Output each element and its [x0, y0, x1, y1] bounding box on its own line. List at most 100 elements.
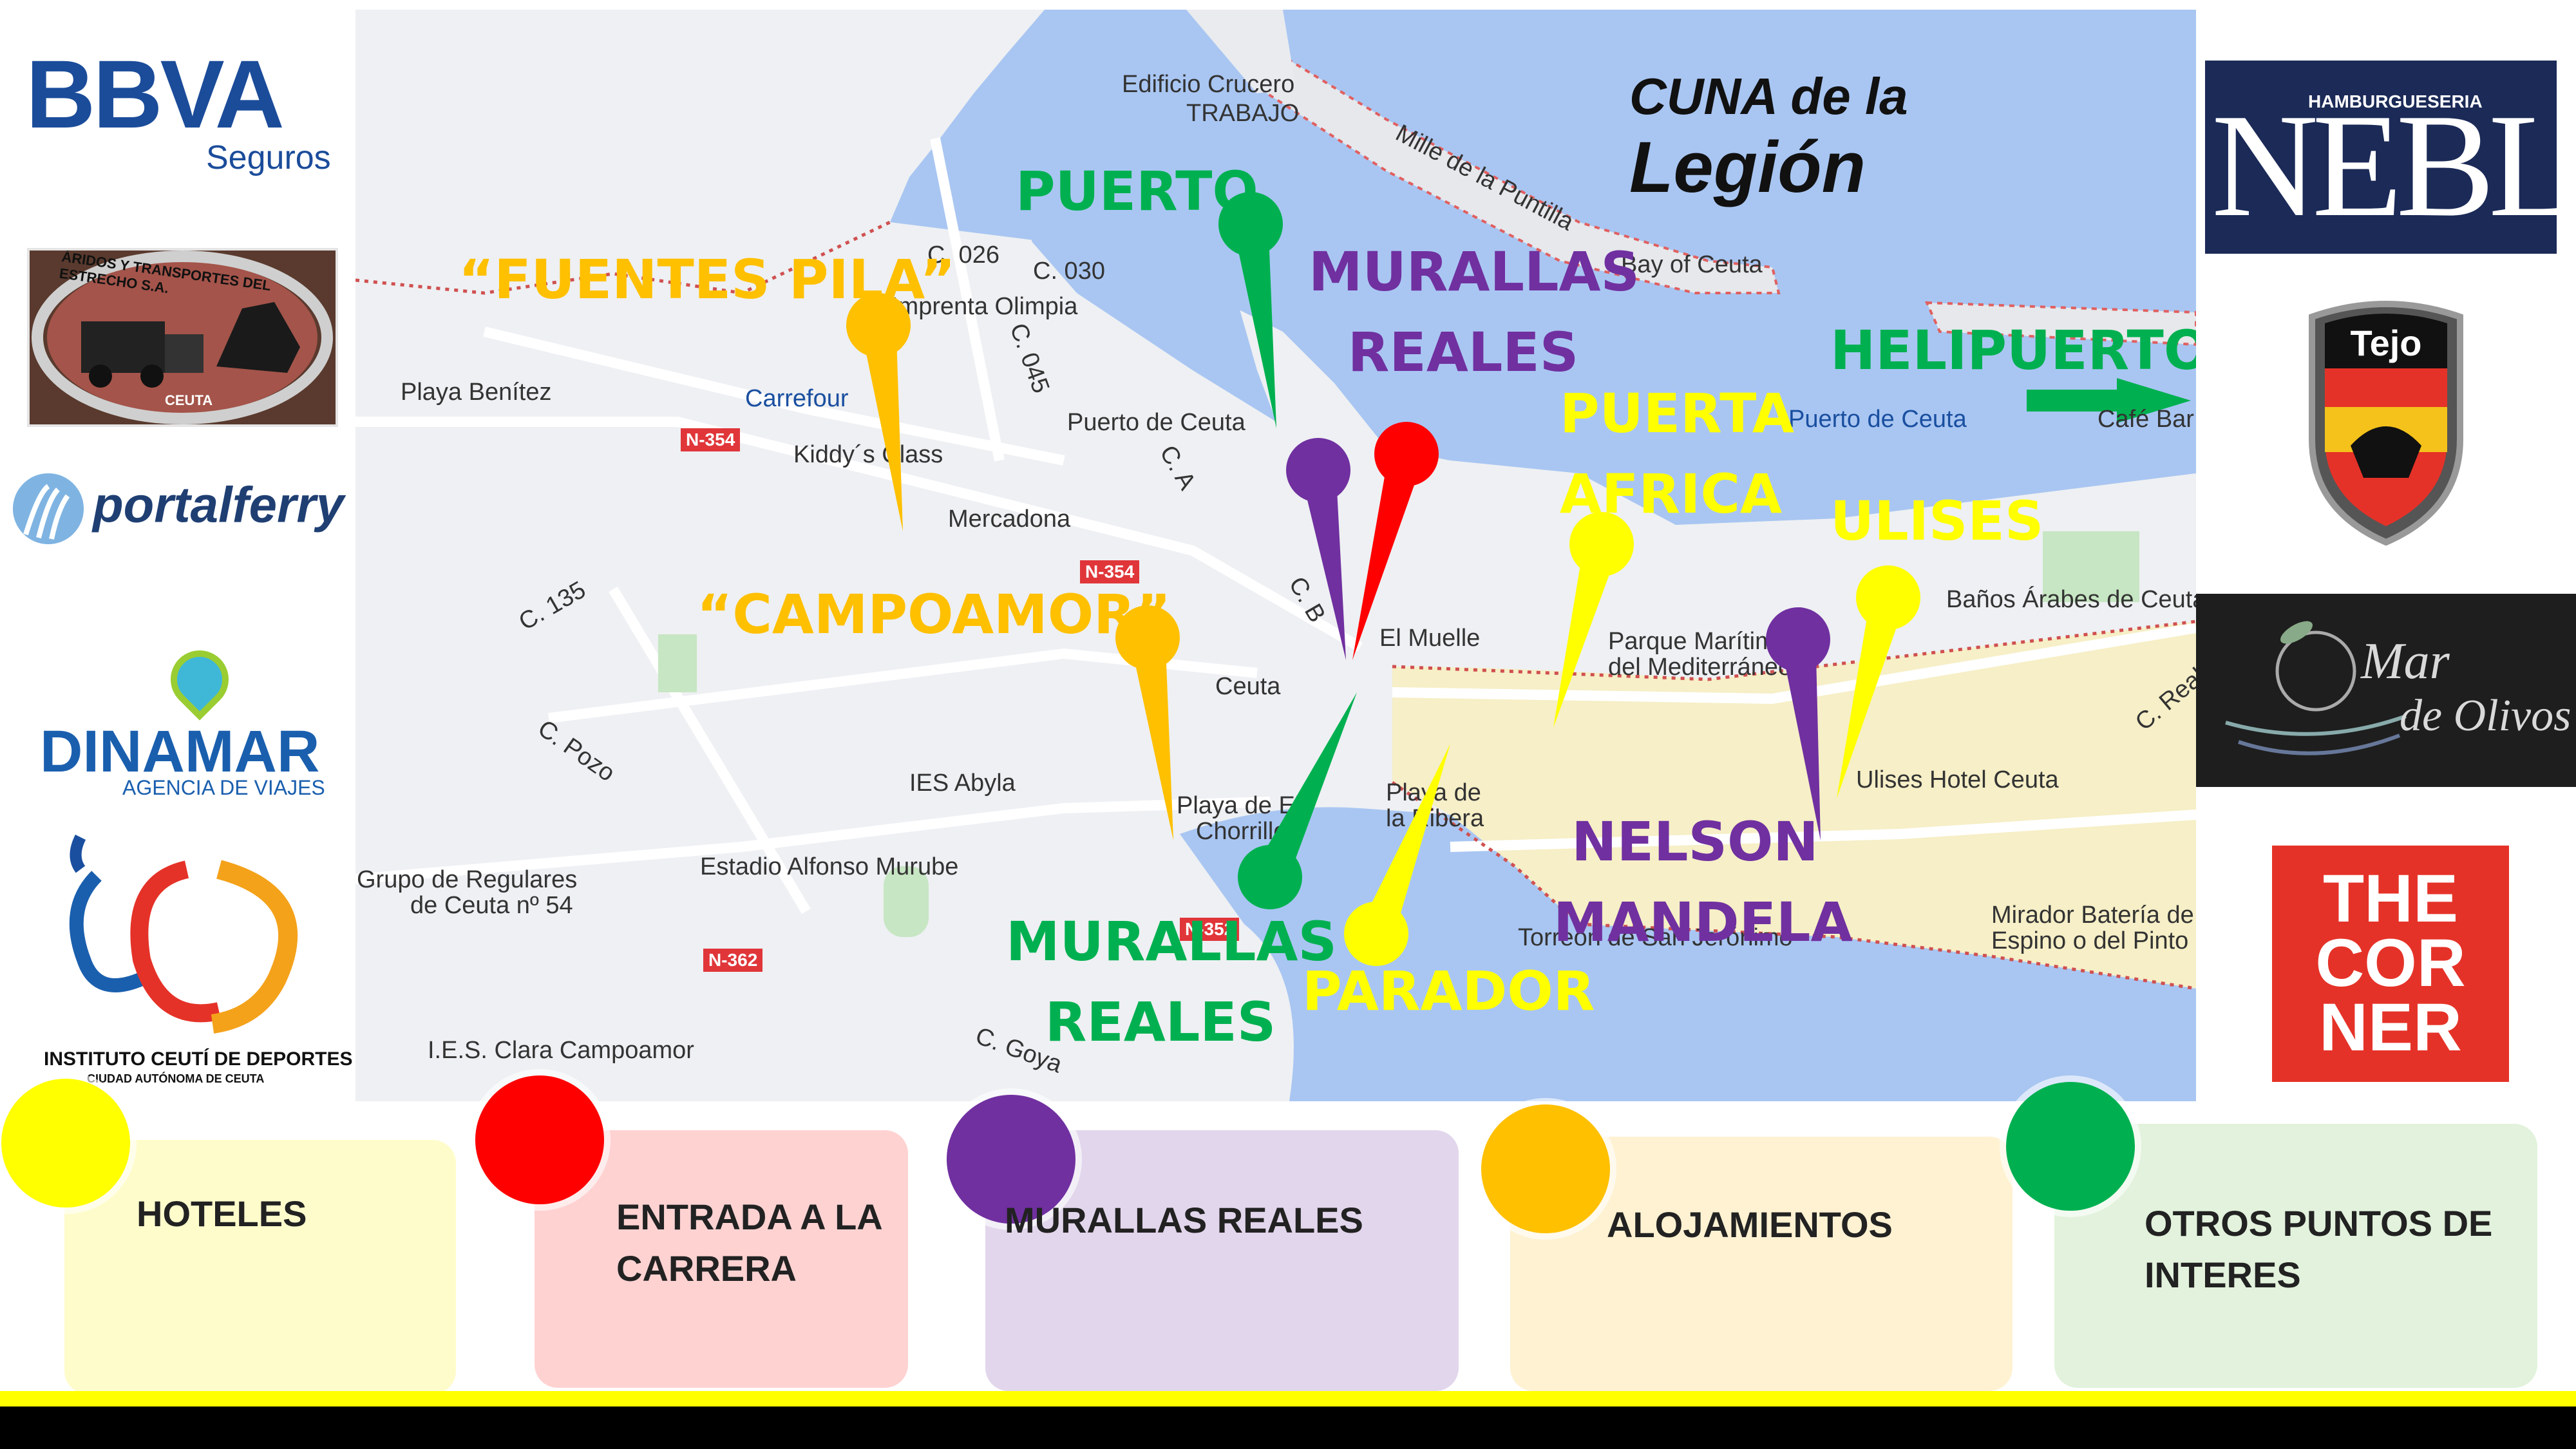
bottom-stripe — [0, 1391, 2576, 1406]
map-label-n354b: N-354 — [1080, 560, 1140, 583]
legend-label-entrada: ENTRADA A LA CARRERA — [616, 1197, 882, 1289]
map-label-edificio-crucero: Edificio Crucero — [1122, 71, 1295, 98]
poi-pin-needle — [1300, 468, 1346, 660]
map-label-mirador: Mirador Batería de — [1991, 902, 2194, 929]
map-label-espino: Espino o del Pinto — [1991, 927, 2189, 954]
poi-label-puerto: PUERTO — [1016, 160, 1258, 223]
cuna-legion-logo: CUNA de la Legión — [1629, 61, 1908, 207]
poi-pin-murallas-reales-top[interactable] — [1286, 438, 1350, 660]
map-label-n352: N-352 — [1180, 918, 1240, 941]
icd-logo-sub: CIUDAD AUTÓNOMA DE CEUTA — [87, 1072, 265, 1085]
map-label-cafe-bar: Café Bar — [2098, 406, 2194, 433]
legend-dot-hoteles — [1, 1079, 130, 1208]
poi-pin-puerto[interactable] — [1218, 192, 1283, 428]
bbva-logo: BBVA — [26, 40, 285, 148]
poi-label-murallas-reales-bottom: MURALLAS REALES — [1006, 910, 1338, 1054]
map-label-playa-chorrillo: Playa de El — [1177, 792, 1301, 819]
map-label-ceuta: Ceuta — [1215, 673, 1281, 700]
poi-pin-needle — [1780, 637, 1821, 840]
legend-item-entrada — [535, 1130, 908, 1388]
poi-pin-puerta-africa[interactable] — [1553, 512, 1634, 728]
cuna-legion-line2: Legión — [1629, 127, 1866, 207]
dinamar-pin-icon — [158, 638, 241, 721]
legend-label-murallas: MURALLAS REALES — [1005, 1200, 1363, 1240]
poi-pin-campoamor[interactable] — [1115, 605, 1180, 840]
tejo-shield-logo: Tejo — [2309, 301, 2463, 545]
poi-pin-head — [1286, 438, 1350, 502]
poi-label-puerta-africa: PUERTA AFRICA — [1560, 382, 1794, 526]
poi-pin-head — [1856, 565, 1920, 630]
map-label-grupo-regulares: Grupo de Regulares — [357, 866, 578, 893]
the-corner-line1: THE — [2323, 861, 2458, 936]
map-label-puerto-ceuta: Puerto de Ceuta — [1067, 409, 1245, 436]
map-base — [355, 10, 2196, 1101]
poi-pin-needle — [1130, 635, 1173, 840]
helipuerto-arrow — [2027, 378, 2191, 423]
icd-logo-name: INSTITUTO CEUTÍ DE DEPORTES — [44, 1048, 353, 1070]
map-label-ies-abyla: IES Abyla — [909, 770, 1016, 797]
nebl-logo-title: NEBL — [2211, 83, 2576, 247]
mar-de-olivos-line2: de Olivos — [2400, 691, 2571, 741]
legend-item-hoteles — [64, 1140, 456, 1394]
map-label-banos-arabes: Baños Árabes de Ceuta — [1946, 586, 2196, 613]
map-label-imprenta: Imprenta Olimpia — [891, 293, 1078, 320]
poi-label-parador: PARADOR — [1302, 960, 1595, 1023]
map-label-parque-maritimo: Parque Marítimo — [1608, 628, 1789, 655]
map-label-la-ribera: la Ribera — [1386, 805, 1484, 832]
map-label-del-mediterraneo: del Mediterráneo — [1608, 654, 1792, 681]
cuna-legion-line1: CUNA de la — [1629, 68, 1908, 125]
legend-dot-otros — [2006, 1082, 2135, 1211]
poi-pin-entrada-carrera[interactable] — [1352, 422, 1439, 660]
nebl-logo-sub: HAMBURGUESERIA — [2308, 91, 2483, 111]
poi-pin-head — [1115, 605, 1180, 670]
map-label-c030: C. 030 — [1033, 258, 1105, 285]
poi-pin-needle — [1359, 744, 1450, 940]
poi-pin-fuentes-pila[interactable] — [846, 293, 911, 531]
portalferry-logo: portalferry — [13, 473, 344, 544]
map-label-helipuerto-map: Puerto de Ceuta — [1788, 406, 1967, 433]
legend-item-otros — [2054, 1124, 2537, 1388]
portalferry-icon — [13, 473, 84, 544]
map-label-n362: N-362 — [703, 949, 763, 972]
truck-excavator-image — [30, 251, 336, 424]
poi-label-campoamor: “CAMPOAMOR” — [697, 583, 1171, 646]
poi-pin-needle — [1553, 540, 1619, 728]
portalferry-name: portalferry — [93, 476, 345, 533]
poi-pin-ulises[interactable] — [1837, 565, 1920, 799]
poi-pin-nelson-mandela[interactable] — [1766, 607, 1830, 840]
legend-dot-alojamientos — [1481, 1104, 1610, 1233]
poi-pin-needle — [1233, 222, 1276, 428]
nebl-logo: NEBL HAMBURGUESERIA — [2201, 57, 2576, 258]
poi-label-ulises: ULISES — [1830, 489, 2044, 553]
poi-pin-head — [1238, 845, 1302, 909]
map-label-mercadona: Mercadona — [948, 506, 1071, 533]
aridos-transportes-logo: ÁRIDOS Y TRANSPORTES DEL ESTRECHO S.A. C… — [27, 248, 338, 427]
poi-pin-head — [1766, 607, 1830, 672]
poi-label-murallas-reales-top: MURALLAS REALES — [1309, 240, 1640, 384]
tejo-logo-name: Tejo — [2351, 323, 2422, 363]
poi-pin-needle — [1254, 692, 1357, 885]
dinamar-sub: AGENCIA DE VIAJES — [122, 776, 325, 799]
the-corner-line2: COR — [2315, 925, 2466, 1001]
mar-de-olivos-logo: Mar de Olivos — [2187, 594, 2576, 787]
map-label-carrefour: Carrefour — [745, 385, 849, 412]
map-label-de-ceuta-54: de Ceuta nº 54 — [410, 892, 573, 919]
aridos-city: CEUTA — [165, 392, 213, 408]
legend-label-alojamientos: ALOJAMIENTOS — [1607, 1204, 1893, 1245]
map-label-c026: C. 026 — [927, 242, 999, 269]
poi-pins-layer — [846, 192, 1920, 966]
legend-dot-murallas — [947, 1095, 1075, 1224]
poi-pin-needle — [860, 323, 903, 531]
poi-pin-murallas-reales-bottom[interactable] — [1238, 692, 1357, 909]
map-label-estadio: Estadio Alfonso Murube — [700, 853, 959, 880]
poi-pin-needle — [1837, 593, 1906, 799]
the-corner-logo: THE COR NER — [2272, 846, 2509, 1082]
poi-pin-parador[interactable] — [1344, 744, 1450, 966]
legend-label-hoteles: HOTELES — [137, 1193, 307, 1234]
poi-pin-head — [1569, 512, 1634, 576]
map-label-playa-benitez: Playa Benítez — [401, 379, 552, 406]
map-label-ulises-hotel: Ulises Hotel Ceuta — [1856, 766, 2059, 793]
map-label-trabajo: TRABAJO — [1186, 100, 1300, 127]
bbva-logo-sub: Seguros — [206, 139, 331, 176]
